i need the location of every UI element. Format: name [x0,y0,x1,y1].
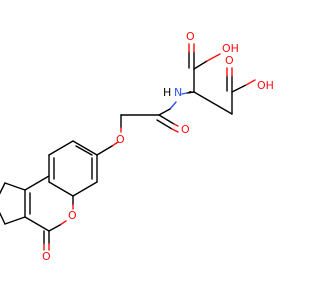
carboxyl-group-1 [188,43,221,70]
carboxyl-group-2 [226,67,256,93]
ring-oxygen-label: O [68,209,77,222]
benzene-ring [48,140,98,197]
amide-oxygen-label: O [181,123,190,136]
amide-linkage [120,101,179,133]
ether-oxygen-label: O [116,133,125,146]
aspartate-backbone [181,68,233,115]
amine-nitrogen-label: N [174,86,182,99]
lactone-carbonyl [43,230,50,251]
cyclopentane-ring [0,182,26,225]
pyranone-ring [24,175,74,232]
lactone-oxygen-label: O [42,250,51,263]
amine-hydrogen-label: H [163,86,171,99]
acid1-hydroxyl-label: OH [222,42,239,55]
acid2-carbonyl-label: O [225,54,234,67]
acid1-carbonyl-label: O [186,30,195,43]
molecule-structure: OH O OH O H N O O O O [0,30,274,263]
acid2-hydroxyl-label: OH [257,79,274,92]
ether-linkage [96,114,122,156]
